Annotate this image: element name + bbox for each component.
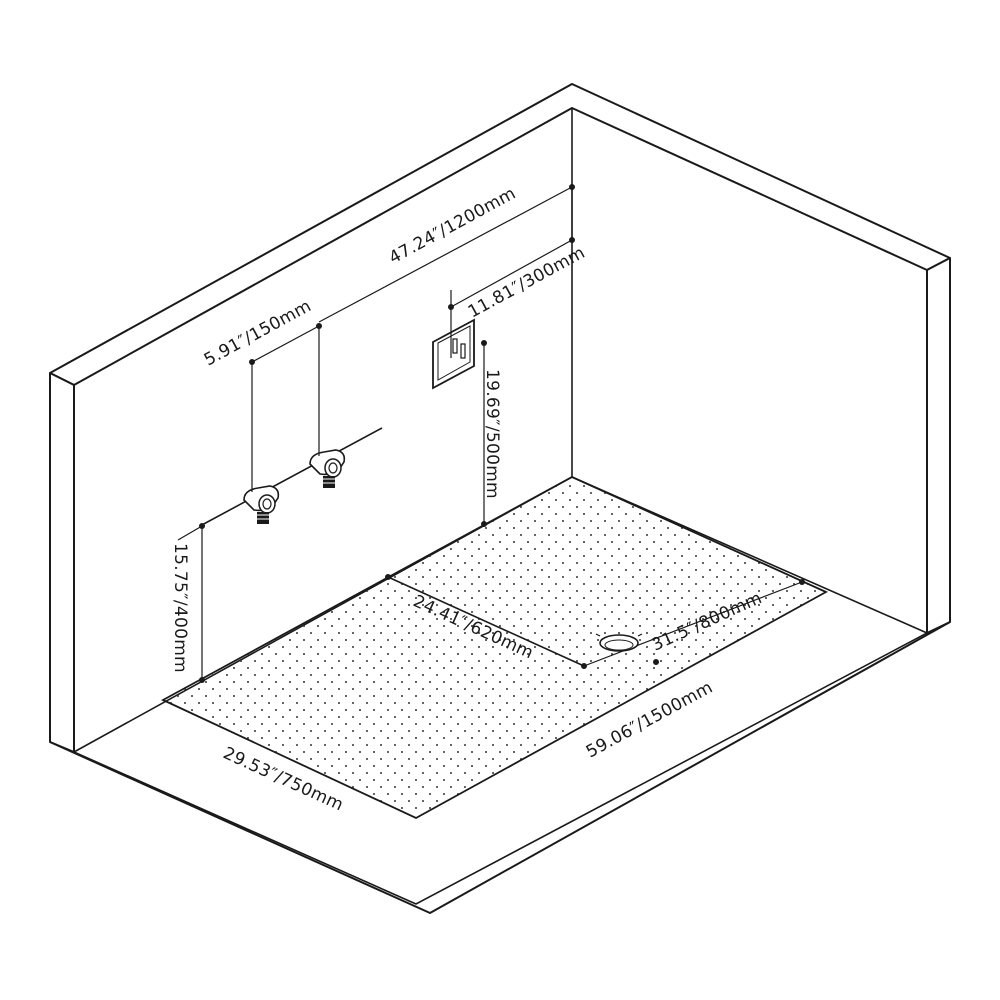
back-wall-top-edge — [49, 83, 951, 386]
label-socket-height: 19.69″/500mm — [482, 369, 502, 499]
left-wall-edge — [49, 372, 75, 753]
power-socket-icon — [432, 318, 475, 390]
floor-inner-edge — [73, 632, 928, 905]
shower-tray — [161, 475, 829, 820]
tray-surface — [161, 475, 829, 820]
label-valve-height: 15.75″/400mm — [170, 543, 190, 673]
wall-valve-icon — [309, 449, 346, 488]
wall-pipe — [199, 427, 383, 527]
tray-drain-line — [583, 581, 803, 667]
floor-drain-icon — [595, 633, 643, 652]
label-socket-offset: 11.81″/300mm — [465, 243, 589, 323]
tray-division-line — [387, 576, 585, 667]
wall-valve-icon — [243, 485, 280, 524]
floor-outer-edge — [49, 621, 951, 914]
right-wall-edge — [926, 257, 951, 634]
dimension-lines — [177, 184, 805, 683]
wall-valves — [199, 427, 383, 527]
